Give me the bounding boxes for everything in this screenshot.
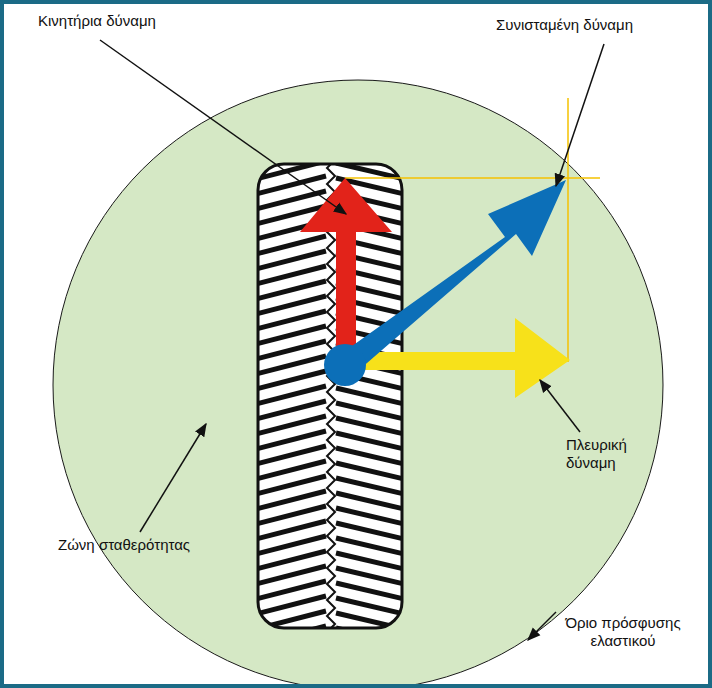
tread-stroke (258, 611, 326, 628)
label-box: Συνισταμένη δύναμη (496, 16, 696, 34)
tire (256, 146, 404, 659)
tire-tread (258, 164, 402, 628)
resultant-force-arrow (338, 180, 566, 376)
tread-stroke (336, 568, 402, 584)
tread-stroke (336, 538, 402, 554)
tread-stroke (336, 433, 402, 449)
tire-outline (258, 164, 402, 628)
grip-limit-label: Όριο πρόσφυσης ελαστικού (548, 614, 698, 650)
resultant-force-label: Συνισταμένη δύναμη (496, 16, 696, 34)
lateral-force-label: Πλευρική δύναμη (566, 436, 656, 472)
tread-stroke (336, 448, 402, 464)
label-box: Όριο πρόσφυσης ελαστικού (548, 614, 698, 650)
leader-line (140, 424, 206, 532)
tread-stroke (336, 553, 402, 569)
leader-line (556, 44, 604, 186)
leader-line (540, 380, 580, 432)
tread-stroke (336, 493, 402, 509)
label-box: Κινητήρια δύναμη (38, 12, 238, 30)
guide-line (345, 177, 600, 179)
tread-stroke (336, 598, 402, 614)
tread-stroke (336, 388, 402, 404)
tread-stroke (336, 583, 402, 599)
grip-circle (53, 80, 663, 688)
stability-zone-label: Ζώνη σταθερότητας (58, 536, 258, 554)
guide-line (567, 98, 569, 362)
tread-stroke (336, 418, 402, 434)
tread-stroke (336, 478, 402, 494)
tread-stroke (336, 463, 402, 479)
force-origin-dot (324, 344, 366, 386)
leader-line (100, 40, 346, 214)
tread-stroke (336, 523, 402, 539)
drive-force-label: Κινητήρια δύναμη (38, 12, 238, 30)
leader-line (528, 612, 556, 640)
label-box: Πλευρική δύναμη (566, 436, 656, 472)
tread-stroke (336, 508, 402, 524)
label-box: Ζώνη σταθερότητας (58, 536, 258, 554)
tread-groove (327, 164, 335, 628)
tread-stroke (336, 403, 402, 419)
